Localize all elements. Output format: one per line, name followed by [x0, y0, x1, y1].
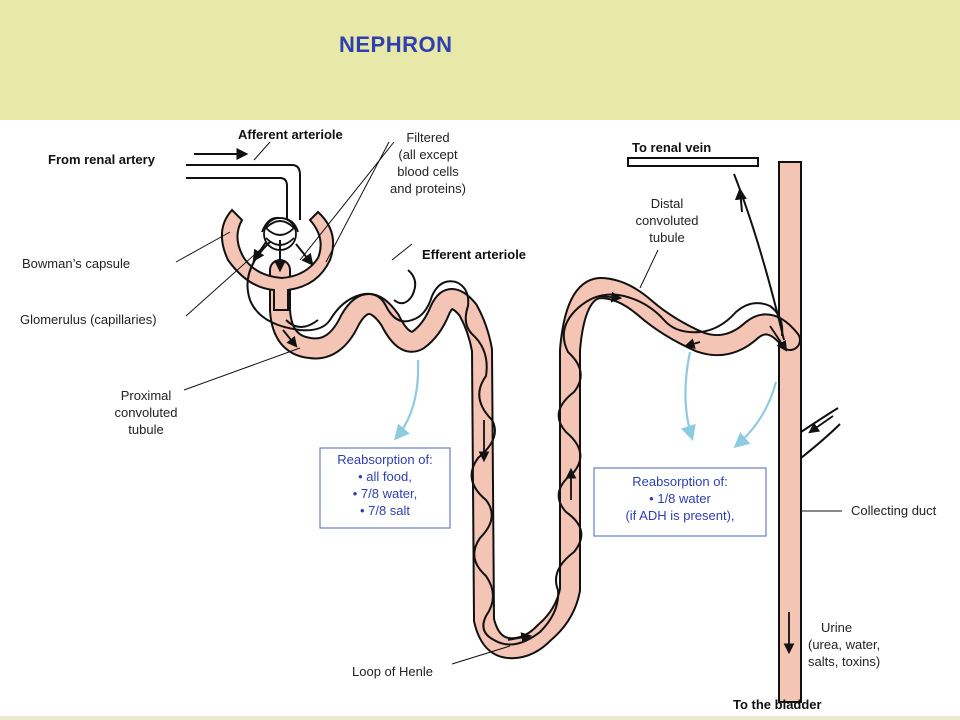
- box-line: (if ADH is present),: [625, 508, 734, 523]
- proximal-reabsorption-box: Reabsorption of: • all food, • 7/8 water…: [319, 447, 451, 529]
- label-to-the-bladder: To the bladder: [733, 697, 822, 712]
- collecting-duct: [778, 161, 841, 703]
- label-efferent-arteriole: Efferent arteriole: [422, 247, 526, 262]
- label-distal: tubule: [649, 230, 684, 245]
- box-line: Reabsorption of:: [337, 452, 432, 467]
- label-filtered: blood cells: [397, 164, 459, 179]
- label-proximal: convoluted: [115, 405, 178, 420]
- label-proximal: Proximal: [121, 388, 172, 403]
- nephron-diagram: Reabsorption of: • all food, • 7/8 water…: [0, 120, 960, 720]
- leader-lines: [175, 141, 842, 665]
- bottom-divider: [0, 716, 960, 720]
- box-line: • 7/8 salt: [360, 503, 410, 518]
- label-filtered: Filtered: [406, 130, 449, 145]
- box-line: • 7/8 water,: [353, 486, 418, 501]
- label-bowmans-capsule: Bowman’s capsule: [22, 256, 130, 271]
- label-distal: convoluted: [636, 213, 699, 228]
- label-glomerulus: Glomerulus (capillaries): [20, 312, 157, 327]
- label-afferent-arteriole: Afferent arteriole: [238, 127, 343, 142]
- label-filtered: and proteins): [390, 181, 466, 196]
- box-line: • all food,: [358, 469, 412, 484]
- label-to-renal-vein: To renal vein: [632, 140, 711, 155]
- label-loop-of-henle: Loop of Henle: [352, 664, 433, 679]
- box-line: Reabsorption of:: [632, 474, 727, 489]
- afferent-arteriole: [186, 148, 314, 273]
- label-urine: (urea, water,: [808, 637, 880, 652]
- label-urine: salts, toxins): [808, 654, 880, 669]
- tubule-flow-arrows: [282, 291, 788, 643]
- title-band: [0, 0, 960, 120]
- label-urine: Urine: [821, 620, 852, 635]
- page-title: NEPHRON: [339, 32, 453, 57]
- label-collecting-duct: Collecting duct: [851, 503, 937, 518]
- box-line: • 1/8 water: [649, 491, 711, 506]
- label-filtered: (all except: [398, 147, 458, 162]
- label-proximal: tubule: [128, 422, 163, 437]
- peritubular-capillary: [246, 157, 785, 646]
- label-from-renal-artery: From renal artery: [48, 152, 156, 167]
- reabsorption-arrows: [393, 351, 778, 449]
- label-distal: Distal: [651, 196, 684, 211]
- distal-reabsorption-box: Reabsorption of: • 1/8 water (if ADH is …: [593, 467, 767, 537]
